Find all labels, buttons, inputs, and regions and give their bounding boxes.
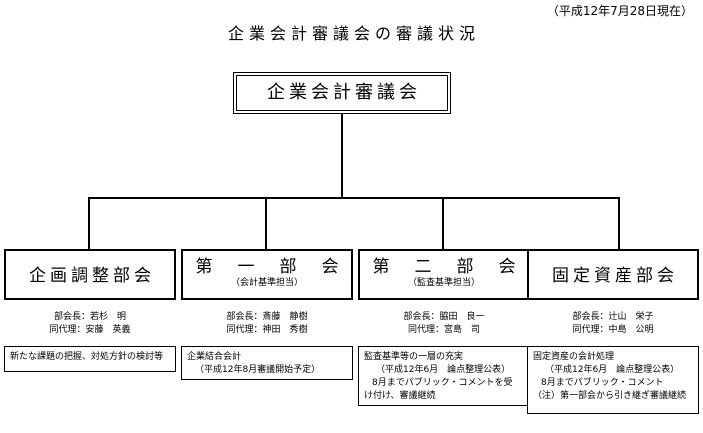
deputy-surname-4: 中島 — [608, 325, 627, 335]
chair-label-3: 部会長： — [403, 312, 440, 322]
chair-label-2: 部会長： — [226, 312, 263, 322]
note-line: 8月までパブリック・コメント — [541, 378, 664, 388]
deputy-given-1: 英義 — [112, 325, 131, 335]
chair-surname-1: 若杉 — [89, 312, 108, 322]
deputy-row-2: 同代理：神田秀樹 — [181, 324, 353, 337]
chair-given-3: 良一 — [466, 312, 485, 322]
officers-4: 部会長：辻山栄子 同代理：中島公明 — [527, 311, 699, 337]
chair-surname-4: 辻山 — [608, 312, 627, 322]
connector-drop-4 — [618, 197, 620, 250]
deputy-surname-2: 神田 — [262, 325, 281, 335]
officers-1: 部会長：若杉明 同代理：安藤英義 — [4, 311, 176, 337]
officers-2: 部会長：斎藤静樹 同代理：神田秀樹 — [181, 311, 353, 337]
chair-label-4: 部会長： — [572, 312, 609, 322]
note-line: （注）第一部会から引き継ぎ審議継続 — [533, 391, 687, 401]
deputy-label-3: 同代理： — [407, 325, 444, 335]
root-node-label: 企業会計審議会 — [267, 82, 421, 103]
department-column-4: 固定資産部会 部会長：辻山栄子 同代理：中島公明 固定資産の会計処理 （平成12… — [527, 249, 699, 414]
department-column-1: 企画調整部会 部会長：若杉明 同代理：安藤英義 新たな課題の把握、対処方針の検討… — [4, 249, 176, 372]
note-box-2: 企業結合会計 （平成12年8月審議開始予定） — [181, 346, 353, 380]
department-title-2: 第 一 部 会 — [195, 257, 343, 277]
note-line: （平成12年6月 論点整理公表） — [376, 365, 511, 375]
note-box-1: 新たな課題の把握、対処方針の検討等 — [4, 346, 176, 372]
connector-drop-3 — [442, 197, 444, 250]
deputy-row-4: 同代理：中島公明 — [527, 324, 699, 337]
chair-given-4: 栄子 — [635, 312, 654, 322]
department-box-3: 第 二 部 会 （監査基準担当） — [358, 249, 530, 300]
deputy-label-2: 同代理： — [226, 325, 263, 335]
root-node-box: 企業会計審議会 — [233, 72, 451, 114]
deputy-label-1: 同代理： — [49, 325, 86, 335]
department-box-1: 企画調整部会 — [4, 249, 176, 300]
department-subtitle-3: （監査基準担当） — [407, 278, 480, 288]
department-title-1: 企画調整部会 — [29, 265, 155, 286]
note-box-4: 固定資産の会計処理 （平成12年6月 論点整理公表） 8月までパブリック・コメン… — [527, 346, 699, 414]
deputy-surname-1: 安藤 — [85, 325, 104, 335]
department-box-2: 第 一 部 会 （会計基準担当） — [181, 249, 353, 300]
note-line: （平成12年8月審議開始予定） — [195, 365, 321, 375]
chair-row-2: 部会長：斎藤静樹 — [181, 311, 353, 324]
root-node-inner-border: 企業会計審議会 — [236, 75, 448, 111]
deputy-surname-3: 宮島 — [443, 325, 462, 335]
note-line: 企業結合会計 — [187, 352, 242, 362]
chair-surname-2: 斎藤 — [262, 312, 281, 322]
connector-vertical-stem — [341, 114, 343, 199]
note-box-3: 監査基準等の一層の充実 （平成12年6月 論点整理公表） 8月までパブリック・コ… — [358, 346, 530, 406]
chair-surname-3: 脇田 — [439, 312, 458, 322]
header-date-note: （平成12年7月28日現在） — [546, 4, 693, 18]
note-line: け付け、審議継続 — [364, 391, 436, 401]
chair-label-1: 部会長： — [53, 312, 90, 322]
deputy-row-1: 同代理：安藤英義 — [4, 324, 176, 337]
deputy-label-4: 同代理： — [572, 325, 609, 335]
connector-drop-1 — [88, 197, 90, 250]
note-line: 固定資産の会計処理 — [533, 352, 615, 362]
department-subtitle-2: （会計基準担当） — [230, 278, 303, 288]
chair-given-2: 静樹 — [289, 312, 308, 322]
officers-3: 部会長：脇田良一 同代理：宮島司 — [358, 311, 530, 337]
deputy-given-4: 公明 — [635, 325, 654, 335]
department-box-4: 固定資産部会 — [527, 249, 699, 300]
department-column-3: 第 二 部 会 （監査基準担当） 部会長：脇田良一 同代理：宮島司 監査基準等の… — [358, 249, 530, 406]
connector-horizontal-bus — [88, 197, 620, 199]
chair-row-1: 部会長：若杉明 — [4, 311, 176, 324]
deputy-given-3: 司 — [471, 325, 481, 335]
connector-drop-2 — [265, 197, 267, 250]
chair-row-4: 部会長：辻山栄子 — [527, 311, 699, 324]
department-title-3: 第 二 部 会 — [372, 257, 520, 277]
page-title: 企業会計審議会の審議状況 — [227, 24, 480, 43]
department-column-2: 第 一 部 会 （会計基準担当） 部会長：斎藤静樹 同代理：神田秀樹 企業結合会… — [181, 249, 353, 380]
chair-row-3: 部会長：脇田良一 — [358, 311, 530, 324]
note-line: （平成12年6月 論点整理公表） — [545, 365, 680, 375]
deputy-given-2: 秀樹 — [289, 325, 308, 335]
note-line: 新たな課題の把握、対処方針の検討等 — [10, 352, 164, 362]
department-title-4: 固定資産部会 — [552, 265, 678, 286]
chair-given-1: 明 — [117, 312, 127, 322]
note-line: 監査基準等の一層の充実 — [364, 352, 464, 362]
deputy-row-3: 同代理：宮島司 — [358, 324, 530, 337]
note-line: 8月までパブリック・コメントを受 — [372, 378, 513, 388]
